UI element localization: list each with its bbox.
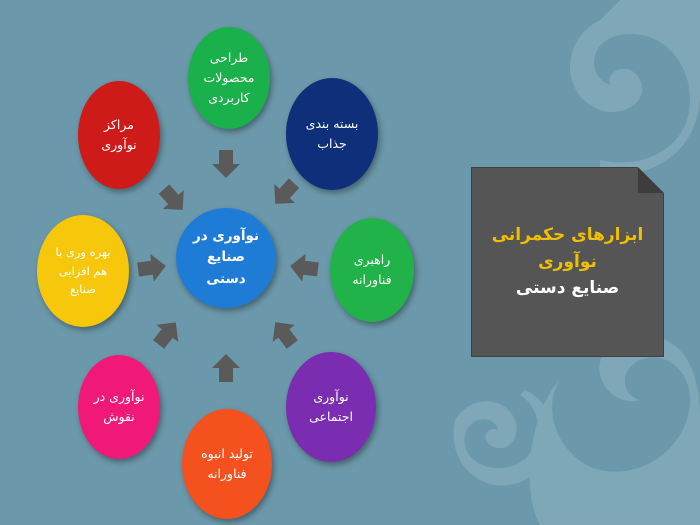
title-line-3: صنایع دستی <box>515 278 620 299</box>
title-line-2: نوآوری <box>538 251 597 272</box>
node-bottom-right-label: نوآوری اجتماعی <box>309 389 353 424</box>
arrow-top-left <box>158 184 184 210</box>
title-box-corner-fold <box>638 167 664 193</box>
node-top-right-label: بسته بندی جذاب <box>305 116 359 151</box>
arrow-top-right <box>274 178 300 204</box>
title-line-1: ابزارهای حکمرانی <box>491 225 644 246</box>
node-bottom-left-label: نوآوری در نقوش <box>93 389 145 424</box>
center-node: نوآوری در صنایع دستی <box>176 208 276 308</box>
node-bottom: تولید انبوه فناورانه <box>182 409 272 519</box>
node-bottom-label: تولید انبوه فناورانه <box>201 446 253 481</box>
node-bottom-left: نوآوری در نقوش <box>78 355 160 459</box>
node-bottom-right: نوآوری اجتماعی <box>286 352 376 462</box>
node-right-label: راهبری فناورانه <box>352 252 392 287</box>
arrow-left <box>137 253 166 282</box>
node-top-left: مراکز نوآوری <box>78 81 160 189</box>
arrow-bottom-right <box>272 322 298 349</box>
arrow-right <box>290 253 319 282</box>
title-box: ابزارهای حکمرانی نوآوری صنایع دستی <box>471 167 664 357</box>
node-top-label: طراحی محصولات کاربردی <box>203 50 255 105</box>
arrow-top <box>212 150 240 178</box>
node-top-right: بسته بندی جذاب <box>286 78 378 190</box>
arrow-bottom <box>212 354 240 382</box>
arrow-bottom-left <box>153 322 179 349</box>
node-right: راهبری فناورانه <box>330 218 414 322</box>
node-left-label: بهره وری با هم افزایی صنایع <box>55 245 111 297</box>
node-top: طراحی محصولات کاربردی <box>188 27 270 129</box>
node-left: بهره وری با هم افزایی صنایع <box>37 215 129 327</box>
node-top-left-label: مراکز نوآوری <box>101 117 137 152</box>
center-node-label: نوآوری در صنایع دستی <box>192 227 260 287</box>
